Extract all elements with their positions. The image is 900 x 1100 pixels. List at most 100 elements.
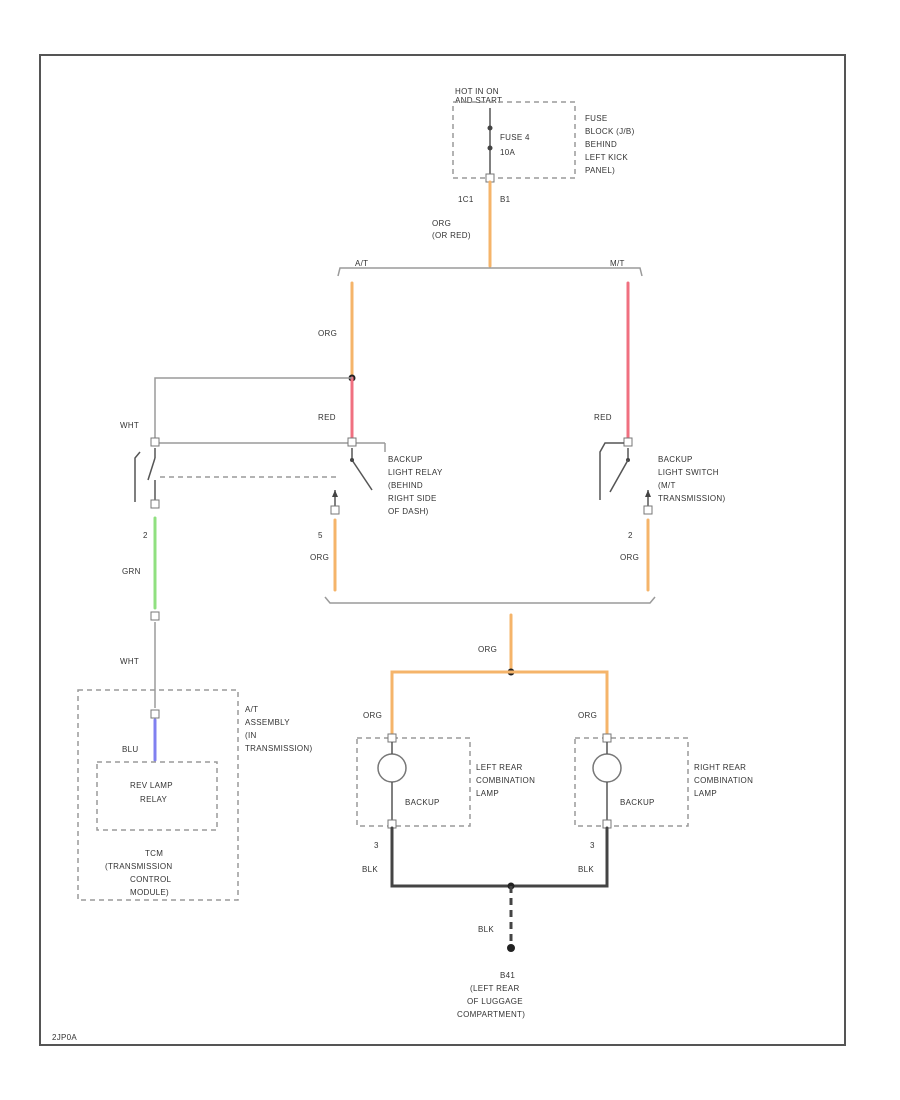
- relay-contact-arrow: [332, 490, 338, 497]
- tcm-label-4: MODULE): [130, 888, 169, 897]
- at-desc-1: A/T: [245, 705, 258, 714]
- ground-desc-1: B41: [500, 971, 515, 980]
- diagram-code: 2JP0A: [52, 1033, 77, 1042]
- fuse-pin-right: B1: [500, 195, 511, 204]
- switch-desc-3: (M/T: [658, 481, 676, 490]
- fuse-desc-1: FUSE: [585, 114, 608, 123]
- lamp-trunk-label: ORG: [478, 645, 497, 654]
- left-lamp-desc-2: COMBINATION: [476, 776, 535, 785]
- switch-contact-arrow: [645, 490, 651, 497]
- main-wire-color: ORG: [432, 219, 451, 228]
- rev-relay-contact: [147, 457, 156, 481]
- right-lamp-wire-label: ORG: [578, 711, 597, 720]
- fuse-name: FUSE 4: [500, 133, 530, 142]
- diagram-frame: [39, 54, 846, 1046]
- right-gnd-label: BLK: [578, 865, 594, 874]
- fuse-desc-2: BLOCK (J/B): [585, 127, 635, 136]
- right-lamp-bulb-icon: [592, 753, 622, 783]
- right-lamp-conn-top: [602, 733, 612, 743]
- switch-conn-top: [623, 437, 633, 447]
- right-lamp-desc-3: LAMP: [694, 789, 717, 798]
- switch-desc-1: BACKUP: [658, 455, 693, 464]
- wht-wire-top: [154, 377, 352, 440]
- at-desc-4: TRANSMISSION): [245, 744, 312, 753]
- fuse-desc-4: LEFT KICK: [585, 153, 628, 162]
- wht-top-label: WHT: [120, 421, 139, 430]
- switch-pin: 2: [628, 531, 633, 540]
- branch-bar: [337, 267, 643, 277]
- grn-wire-label: GRN: [122, 567, 141, 576]
- rev-lamp-relay-box: [96, 761, 218, 831]
- right-lamp-desc-1: RIGHT REAR: [694, 763, 746, 772]
- rev-relay-out-conn: [150, 499, 160, 509]
- relay-out-label: ORG: [310, 553, 329, 562]
- right-branch-upper-label: RED: [594, 413, 612, 422]
- left-branch-lower-label: RED: [318, 413, 336, 422]
- hot-label-1: HOT IN ON: [455, 87, 499, 96]
- branch-mt-label: M/T: [610, 259, 625, 268]
- left-gnd-label: BLK: [362, 865, 378, 874]
- rev-relay-bracket: [134, 451, 141, 502]
- tcm-label-3: CONTROL: [130, 875, 171, 884]
- right-lamp-box: [574, 737, 689, 827]
- relay-desc-2: LIGHT RELAY: [388, 468, 443, 477]
- left-lamp-conn-top: [387, 733, 397, 743]
- left-lamp-label: BACKUP: [405, 798, 440, 807]
- switch-arm: [609, 459, 629, 493]
- right-branch-lower-label: ORG: [620, 553, 639, 562]
- relay-arm: [351, 459, 373, 491]
- blu-wire-label: BLU: [122, 745, 138, 754]
- wht-wire-pin: 2: [143, 531, 148, 540]
- switch-bracket: [599, 442, 624, 500]
- left-lamp-bulb-icon: [377, 753, 407, 783]
- tcm-label-1: TCM: [145, 849, 163, 858]
- left-branch-upper-label: ORG: [318, 329, 337, 338]
- right-lamp-pin: 3: [590, 841, 595, 850]
- fuse-desc-3: BEHIND: [585, 140, 617, 149]
- relay-desc-5: OF DASH): [388, 507, 429, 516]
- left-rear-lamp: BACKUP LEFT REAR COMBINATION LAMP: [356, 733, 535, 829]
- fuse-pin-left: 1C1: [458, 195, 474, 204]
- merge-bar: [324, 596, 656, 604]
- relay-desc-4: RIGHT SIDE: [388, 494, 437, 503]
- at-assembly-conn: [150, 709, 160, 719]
- at-desc-3: (IN: [245, 731, 257, 740]
- grn-conn: [150, 611, 160, 621]
- left-lamp-desc-3: LAMP: [476, 789, 499, 798]
- at-assembly-box: [77, 689, 239, 901]
- fuse-terminal-top: [487, 125, 493, 131]
- right-rear-lamp: BACKUP RIGHT REAR COMBINATION LAMP: [574, 733, 753, 829]
- switch-desc-2: LIGHT SWITCH: [658, 468, 719, 477]
- switch-output-conn: [643, 505, 653, 515]
- ground-desc-4: COMPARTMENT): [457, 1010, 525, 1019]
- lamp-feed-wire: [390, 670, 609, 737]
- relay-pivot: [350, 458, 354, 462]
- right-lamp-desc-2: COMBINATION: [694, 776, 753, 785]
- relay-output-conn: [330, 505, 340, 515]
- left-lamp-box: [356, 737, 471, 827]
- wht-bottom-label: WHT: [120, 657, 139, 666]
- ground-desc-3: OF LUGGAGE: [467, 997, 523, 1006]
- rev-lamp-relay-2: RELAY: [140, 795, 168, 804]
- main-wire-color-alt: (OR RED): [432, 231, 471, 240]
- left-lamp-wire-label: ORG: [363, 711, 382, 720]
- right-lamp-label: BACKUP: [620, 798, 655, 807]
- rev-lamp-relay-1: REV LAMP: [130, 781, 173, 790]
- relay-desc-1: BACKUP: [388, 455, 423, 464]
- branch-at-label: A/T: [355, 259, 368, 268]
- switch-desc-4: TRANSMISSION): [658, 494, 725, 503]
- relay-desc-3: (BEHIND: [388, 481, 423, 490]
- fuse-terminal-bottom: [487, 145, 493, 151]
- ground-desc-2: (LEFT REAR: [470, 984, 520, 993]
- relay-conn-left: [150, 437, 160, 447]
- at-desc-2: ASSEMBLY: [245, 718, 290, 727]
- fuse-rating: 10A: [500, 148, 515, 157]
- relay-conn-right: [347, 437, 357, 447]
- ground-point-icon: [507, 944, 515, 952]
- relay-pin: 5: [318, 531, 323, 540]
- fuse-block: HOT IN ON AND START FUSE 4 10A FUSE BLOC…: [452, 87, 635, 204]
- ground-wire-label: BLK: [478, 925, 494, 934]
- fuse-desc-5: PANEL): [585, 166, 615, 175]
- hot-label-2: AND START: [455, 96, 502, 105]
